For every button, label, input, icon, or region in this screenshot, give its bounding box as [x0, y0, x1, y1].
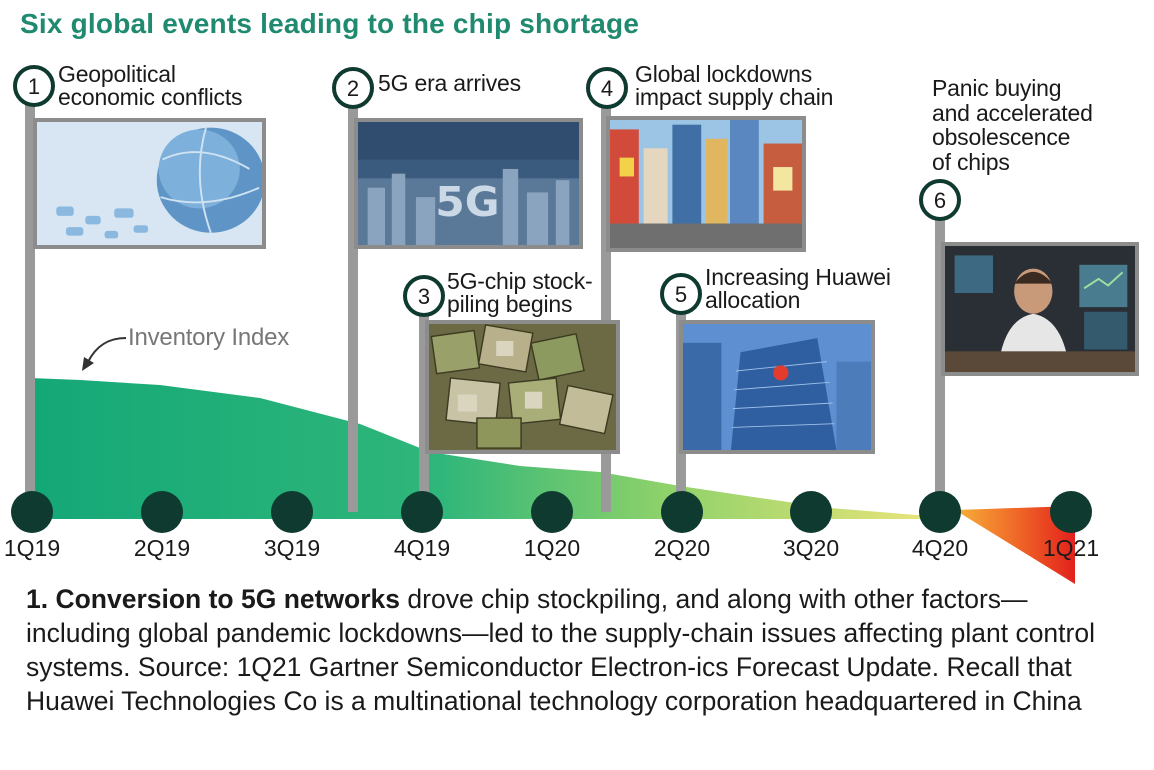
event-3-photo-chips [425, 320, 620, 454]
quarter-label-2Q19: 2Q19 [134, 535, 190, 561]
svg-text:5G: 5G [435, 177, 499, 225]
event-3-text: 5G-chip stock- piling begins [447, 268, 593, 317]
event-1-photo-globe [33, 118, 266, 249]
event-2-photo-5g-city: 5G [354, 118, 583, 249]
quarter-label-2Q20: 2Q20 [654, 535, 710, 561]
event-5-marker [660, 273, 702, 315]
event-2-text: 5G era arrives [378, 70, 521, 96]
caption-lead: 1. Conversion to 5G networks [26, 584, 401, 614]
event-4-text: Global lockdowns impact supply chain [635, 61, 834, 110]
event-2-pole [348, 88, 358, 512]
event-4-number: 4 [601, 76, 613, 101]
event-6-photo-stressed-trader [941, 242, 1139, 376]
event-3-number: 3 [418, 284, 430, 309]
quarter-label-1Q21: 1Q21 [1043, 535, 1099, 561]
quarter-label-4Q19: 4Q19 [394, 535, 450, 561]
event-4-marker [586, 67, 628, 109]
event-4-pole [601, 88, 611, 512]
inventory-arrowhead-icon [82, 357, 94, 371]
event-5-photo-huawei-building [679, 320, 875, 454]
quarter-node-3Q19 [271, 491, 313, 533]
quarter-node-1Q19 [11, 491, 53, 533]
quarter-node-4Q19 [401, 491, 443, 533]
event-3-marker [403, 275, 445, 317]
event-3-pole [419, 296, 429, 512]
inventory-arrow-icon [87, 337, 127, 363]
quarter-node-4Q20 [919, 491, 961, 533]
event-2-marker [332, 67, 374, 109]
quarter-node-1Q21 [1050, 491, 1092, 533]
quarter-node-2Q19 [141, 491, 183, 533]
quarter-node-3Q20 [790, 491, 832, 533]
event-6-marker [919, 179, 961, 221]
quarter-label-3Q19: 3Q19 [264, 535, 320, 561]
shortage-wedge [955, 506, 1075, 584]
figure-caption: 1. Conversion to 5G networks drove chip … [26, 582, 1126, 718]
event-1-marker [13, 65, 55, 107]
quarter-label-1Q19: 1Q19 [4, 535, 60, 561]
quarter-node-1Q20 [531, 491, 573, 533]
quarter-label-3Q20: 3Q20 [783, 535, 839, 561]
event-1-text: Geopolitical economic conflicts [58, 61, 243, 110]
event-2-number: 2 [347, 76, 359, 101]
caption-body: drove chip stockpiling, and along with o… [26, 584, 1095, 716]
event-5-text: Increasing Huawei allocation [705, 264, 891, 313]
page-title: Six global events leading to the chip sh… [20, 8, 640, 39]
event-5-number: 5 [675, 282, 687, 307]
event-4-photo-city-street [606, 116, 806, 252]
quarter-label-4Q20: 4Q20 [912, 535, 968, 561]
event-6-pole [935, 200, 945, 512]
event-6-number: 6 [934, 188, 946, 213]
inventory-index-area [30, 378, 940, 519]
inventory-index-label: Inventory Index [128, 324, 290, 351]
event-1-pole [25, 86, 35, 512]
event-1-number: 1 [28, 74, 40, 99]
quarter-label-1Q20: 1Q20 [524, 535, 580, 561]
event-6-text: Panic buying and accelerated obsolescenc… [932, 75, 1093, 175]
quarter-node-2Q20 [661, 491, 703, 533]
